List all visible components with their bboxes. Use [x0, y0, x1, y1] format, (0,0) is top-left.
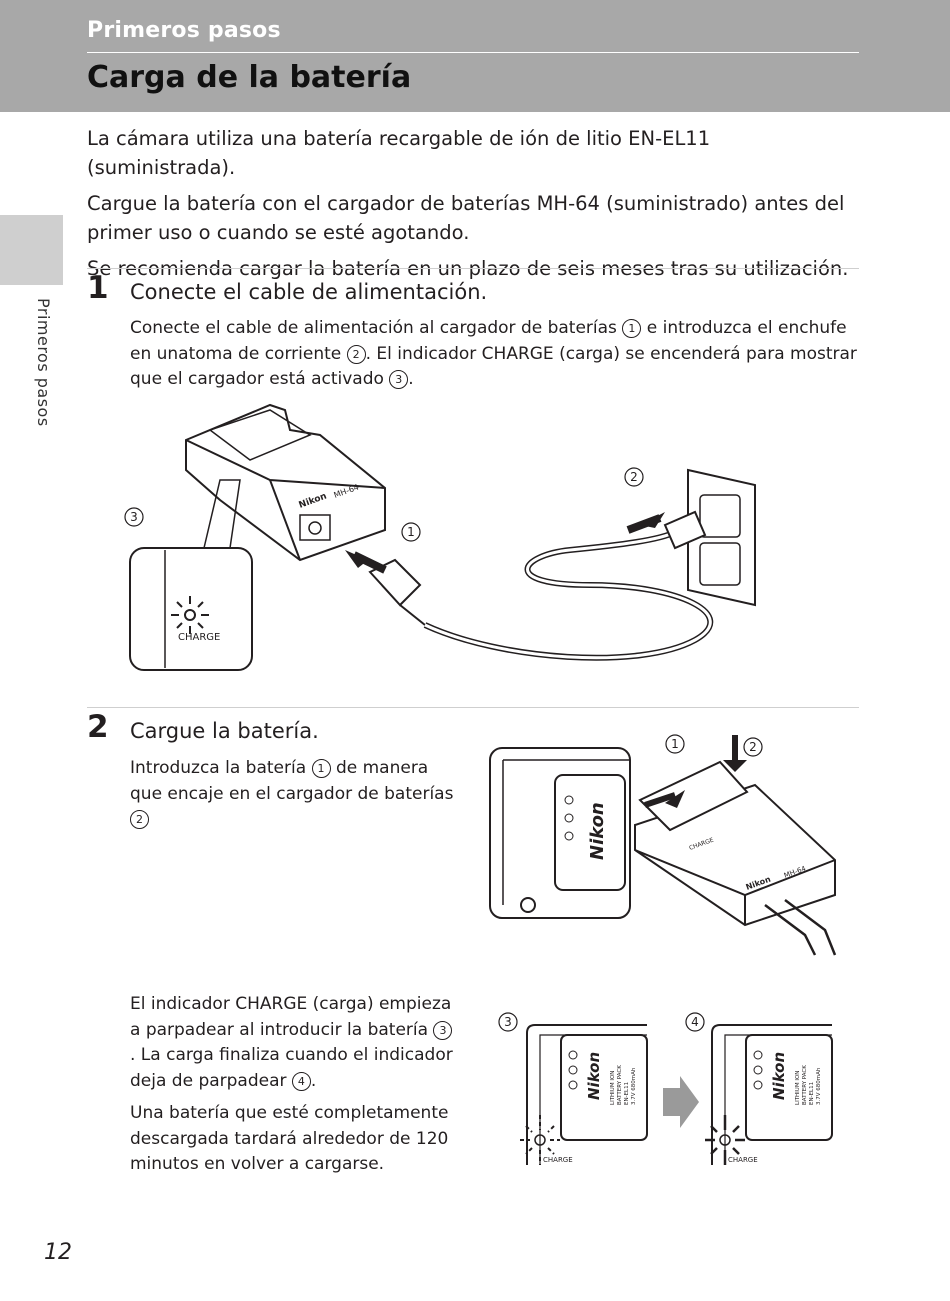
charger-connection-illustration: CHARGE Nikon MH-64 3 1 2 [124, 403, 756, 671]
callout-3: 3 [389, 370, 409, 389]
indicator-charge-label: CHARGE [543, 1156, 573, 1164]
battery-label-line: 3.7V 680mAh [816, 1067, 822, 1105]
callout-1: 1 [311, 759, 331, 778]
step2-title: Cargue la batería. [130, 719, 319, 743]
step1-rule [87, 268, 859, 269]
battery-brand: Nikon [587, 802, 608, 860]
step1-number: 1 [87, 270, 109, 306]
callout-3: 3 [433, 1020, 453, 1040]
callout-3: 3 [504, 1015, 512, 1029]
callout-1: 1 [407, 525, 415, 539]
header-band [0, 0, 950, 112]
callout-2: 2 [749, 740, 757, 754]
callout-3: 3 [130, 510, 138, 524]
battery-brand: Nikon [585, 1052, 603, 1100]
callout-2: 2 [630, 470, 638, 484]
callout-1: 1 [671, 737, 679, 751]
section-label: Primeros pasos [87, 18, 281, 43]
callout-1: 1 [622, 319, 642, 338]
battery-label-line: EN-EL11 [624, 1082, 630, 1105]
step2-body: Introduzca la batería 1 de manera que en… [130, 756, 455, 833]
battery-label-line: LITHIUM ION [610, 1071, 616, 1105]
step2-rule [87, 707, 859, 708]
intro-paragraph: La cámara utiliza una batería recargable… [87, 127, 711, 179]
inset-charge-label: CHARGE [178, 632, 220, 643]
step2-note-2: Una batería que esté completamente desca… [130, 1103, 449, 1174]
step2-note-1: El indicador CHARGE (carga) empieza a pa… [130, 994, 453, 1091]
step2-notes: El indicador CHARGE (carga) empieza a pa… [130, 992, 455, 1178]
callout-2: 2 [130, 810, 149, 829]
side-tab-label: Primeros pasos [34, 298, 53, 427]
intro-text: La cámara utiliza una batería recargable… [87, 124, 859, 290]
header-rule [87, 52, 859, 53]
intro-paragraph: Cargue la batería con el cargador de bat… [87, 192, 845, 244]
step2-number: 2 [87, 709, 109, 745]
battery-brand: Nikon [770, 1052, 788, 1100]
callout-4: 4 [291, 1071, 311, 1091]
page-title: Carga de la batería [87, 60, 412, 95]
charge-indicator-illustration: Nikon LITHIUM ION BATTERY PACK EN-EL11 3… [498, 1012, 833, 1165]
battery-label-line: BATTERY PACK [617, 1065, 623, 1105]
indicator-charge-label: CHARGE [728, 1156, 758, 1164]
page-number: 12 [44, 1240, 72, 1265]
battery-insert-illustration: Nikon Nikon MH-64 CHARGE 1 2 [489, 734, 837, 956]
callout-2: 2 [346, 344, 366, 364]
side-tab [0, 215, 63, 285]
battery-label-line: EN-EL11 [809, 1082, 815, 1105]
callout-4: 4 [691, 1015, 699, 1029]
battery-label-line: BATTERY PACK [802, 1065, 808, 1105]
battery-label-line: LITHIUM ION [795, 1071, 801, 1105]
transition-arrow-icon [663, 1076, 699, 1128]
battery-label-line: 3.7V 680mAh [631, 1067, 637, 1105]
step1-body: Conecte el cable de alimentación al carg… [130, 318, 857, 389]
step1-title: Conecte el cable de alimentación. [130, 280, 488, 304]
